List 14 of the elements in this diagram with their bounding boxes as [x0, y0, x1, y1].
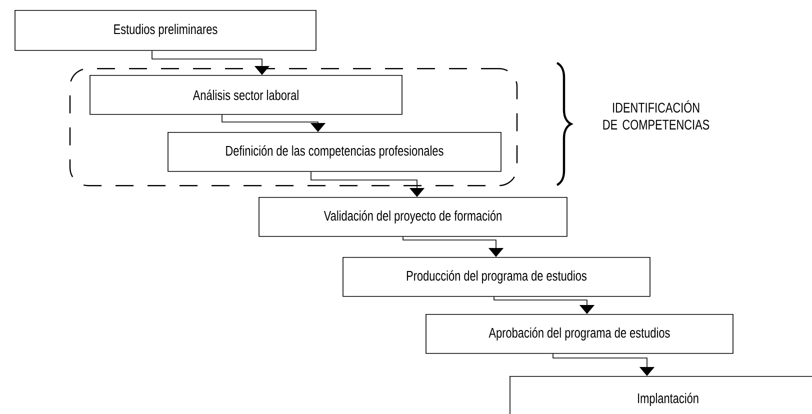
arrow [494, 296, 595, 314]
process-box: Definición de las competencias profesionales [168, 132, 502, 172]
process-box: Aprobación del programa de estudios [426, 314, 734, 354]
process-box: Implantación [510, 376, 812, 414]
process-box: Estudios preliminares [14, 10, 316, 51]
arrow [310, 171, 425, 197]
arrow [402, 236, 504, 257]
process-box: Análisis sector laboral [90, 75, 402, 115]
process-box: Validación del proyecto de formación [258, 196, 568, 237]
group-label: IDENTIFICACIÓN DE COMPETENCIAS [603, 100, 710, 130]
arrow [152, 50, 270, 75]
arrow [222, 114, 326, 132]
arrow [552, 353, 655, 376]
process-box: Producción del programa de estudios [342, 257, 650, 297]
